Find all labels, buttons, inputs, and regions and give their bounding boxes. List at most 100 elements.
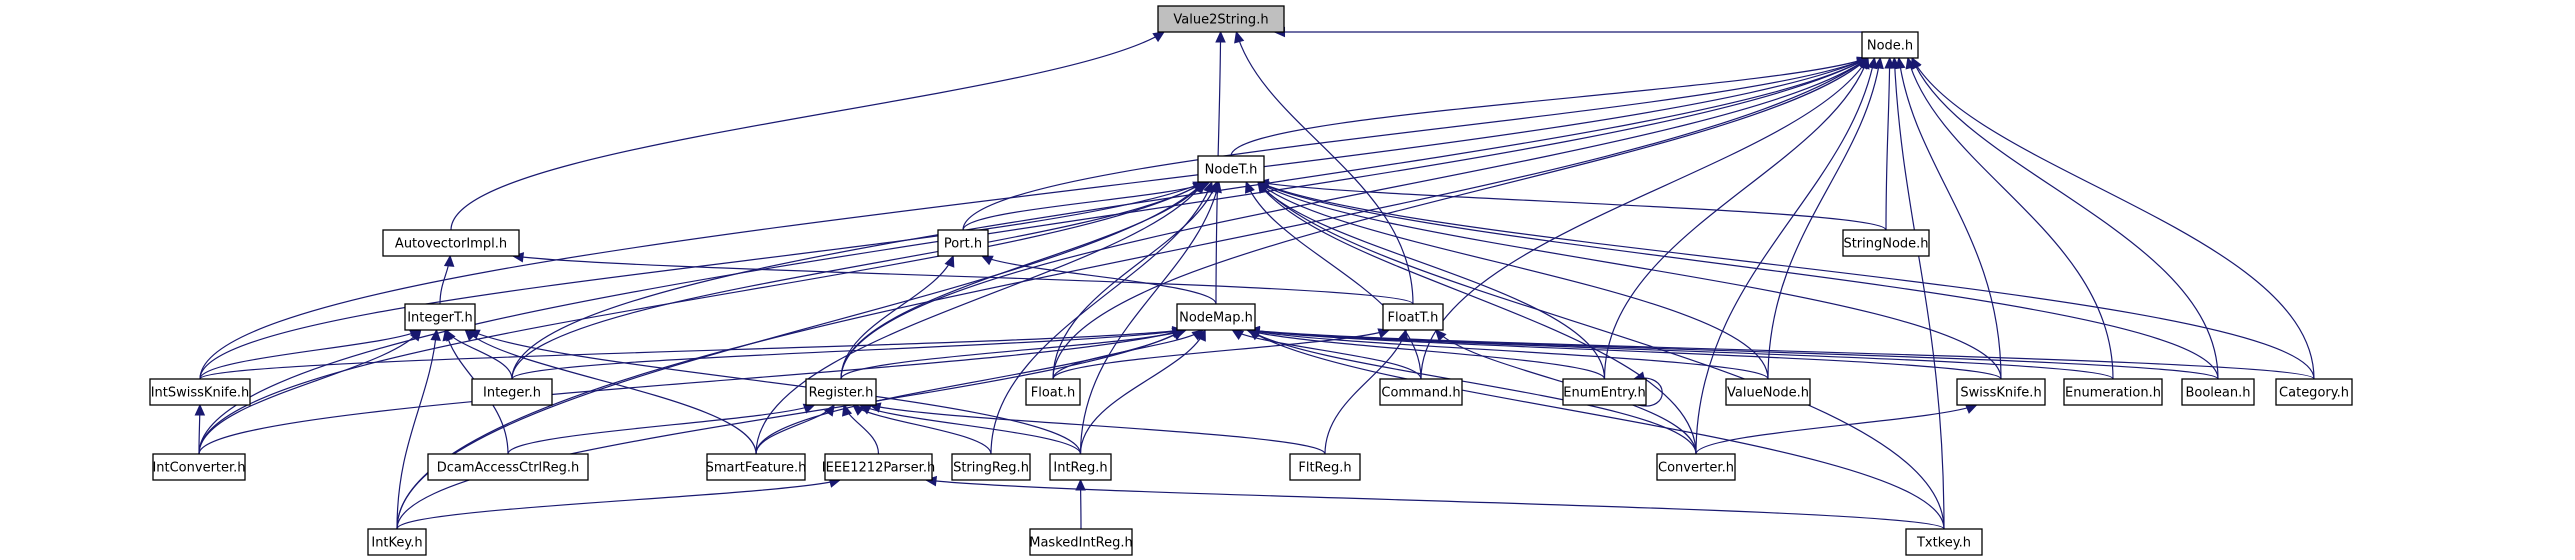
node-label: EnumEntry.h	[1563, 386, 1645, 401]
node-label: SwissKnife.h	[1960, 386, 2041, 401]
node-box	[404, 303, 476, 331]
node-label: Command.h	[1381, 386, 1460, 401]
node-autovectorimpl[interactable]: AutovectorImpl.h	[382, 229, 520, 257]
arrowhead-icon	[823, 403, 835, 417]
arrowhead-icon	[410, 329, 422, 342]
node-box	[1656, 453, 1736, 481]
arrowhead-icon	[1434, 329, 1447, 342]
node-dcamaccessctrlreg[interactable]: DcamAccessCtrlReg.h	[427, 453, 589, 481]
node-box	[1382, 303, 1444, 331]
node-label: Category.h	[2279, 386, 2349, 401]
node-stringnode[interactable]: StringNode.h	[1842, 229, 1930, 257]
node-integert[interactable]: IntegerT.h	[404, 303, 476, 331]
node-nodemap[interactable]: NodeMap.h	[1176, 303, 1256, 331]
node-box	[1956, 378, 2046, 406]
arrowhead-icon	[944, 254, 955, 268]
node-enumeration[interactable]: Enumeration.h	[2063, 378, 2163, 406]
node-label: Enumeration.h	[2065, 386, 2161, 401]
node-converter[interactable]: Converter.h	[1656, 453, 1736, 481]
arrowhead-icon	[1215, 30, 1226, 43]
edge-intconverter-to-integert	[198, 329, 422, 455]
node-intreg[interactable]: IntReg.h	[1049, 453, 1112, 481]
node-intkey[interactable]: IntKey.h	[367, 528, 427, 556]
node-label: IntKey.h	[371, 536, 422, 551]
node-node[interactable]: Node.h	[1861, 31, 1919, 59]
node-box	[805, 378, 877, 406]
edge-node-to-value2string	[1273, 26, 1891, 38]
node-box	[1289, 453, 1361, 481]
node-label: Txtkey.h	[1916, 536, 1971, 551]
node-label: FloatT.h	[1388, 311, 1439, 326]
edge-converter-to-node	[1695, 56, 1878, 455]
node-command[interactable]: Command.h	[1379, 378, 1463, 406]
node-swissknife[interactable]: SwissKnife.h	[1956, 378, 2046, 406]
edge-register-to-nodemap	[840, 328, 1188, 380]
node-label: AutovectorImpl.h	[395, 237, 507, 252]
node-box	[152, 453, 246, 481]
edge-intkey-to-node	[396, 57, 1869, 530]
node-label: DcamAccessCtrlReg.h	[437, 461, 580, 476]
arrowhead-icon	[1964, 404, 1978, 414]
node-label: StringReg.h	[953, 461, 1029, 476]
node-boolean[interactable]: Boolean.h	[2181, 378, 2255, 406]
node-enumentry[interactable]: EnumEntry.h	[1562, 378, 1647, 406]
node-integer[interactable]: Integer.h	[471, 378, 553, 406]
edge-intkey-to-ieee1212parser	[396, 477, 842, 530]
arrowhead-icon	[1211, 180, 1222, 194]
node-floatt[interactable]: FloatT.h	[1382, 303, 1444, 331]
edge-maskedintreg-to-intreg	[1075, 478, 1086, 530]
node-box	[367, 528, 427, 556]
node-register[interactable]: Register.h	[805, 378, 877, 406]
node-label: NodeMap.h	[1179, 311, 1253, 326]
edge-category-to-nodet	[1256, 181, 2315, 380]
arrowhead-icon	[980, 255, 994, 266]
edge-intkey-to-integert	[396, 328, 441, 530]
arrowhead-icon	[1192, 181, 1205, 194]
edge-stringnode-to-node	[1884, 56, 1895, 231]
node-box	[2275, 378, 2353, 406]
edge-txtkey-to-node	[1889, 56, 1945, 530]
node-box	[1025, 378, 1081, 406]
node-label: Port.h	[944, 237, 982, 252]
edge-register-to-node	[840, 57, 1869, 380]
node-label: IntConverter.h	[152, 461, 245, 476]
node-valuenode[interactable]: ValueNode.h	[1725, 378, 1811, 406]
node-ieee1212parser[interactable]: IEEE1212Parser.h	[822, 453, 935, 481]
node-stringreg[interactable]: StringReg.h	[951, 453, 1031, 481]
node-maskedintreg[interactable]: MaskedIntReg.h	[1029, 528, 1133, 556]
node-float[interactable]: Float.h	[1025, 378, 1081, 406]
node-port[interactable]: Port.h	[937, 229, 989, 257]
arrowhead-icon	[1203, 180, 1214, 194]
node-fltreg[interactable]: FltReg.h	[1289, 453, 1361, 481]
arrowhead-icon	[1196, 328, 1206, 342]
node-label: IntegerT.h	[407, 311, 473, 326]
node-category[interactable]: Category.h	[2275, 378, 2353, 406]
node-txtkey[interactable]: Txtkey.h	[1905, 528, 1983, 556]
node-intswissknife[interactable]: IntSwissKnife.h	[149, 378, 251, 406]
arrowhead-icon	[841, 403, 853, 417]
node-box	[951, 453, 1031, 481]
arrowhead-icon	[1231, 329, 1245, 340]
node-box	[2181, 378, 2255, 406]
arrowhead-icon	[1152, 31, 1166, 43]
node-box	[1176, 303, 1256, 331]
node-label: Float.h	[1031, 386, 1075, 401]
edge-intswissknife-to-nodet	[199, 181, 1206, 380]
node-box	[149, 378, 251, 406]
node-value2string[interactable]: Value2String.h	[1157, 5, 1285, 33]
edge-converter-to-nodet	[1257, 180, 1697, 455]
node-nodet[interactable]: NodeT.h	[1197, 155, 1265, 183]
node-box	[1842, 229, 1930, 257]
edge-fltreg-to-register	[868, 402, 1326, 455]
node-box	[427, 453, 589, 481]
node-label: IntReg.h	[1053, 461, 1107, 476]
edge-autovectorimpl-to-value2string	[450, 31, 1166, 231]
node-label: Boolean.h	[2185, 386, 2250, 401]
node-smartfeature[interactable]: SmartFeature.h	[706, 453, 807, 481]
edge-intkey-to-nodemap	[396, 329, 1185, 530]
node-intconverter[interactable]: IntConverter.h	[152, 453, 246, 481]
node-box	[1049, 453, 1112, 481]
edge-swissknife-to-nodemap	[1247, 326, 2002, 380]
node-label: NodeT.h	[1205, 163, 1258, 178]
